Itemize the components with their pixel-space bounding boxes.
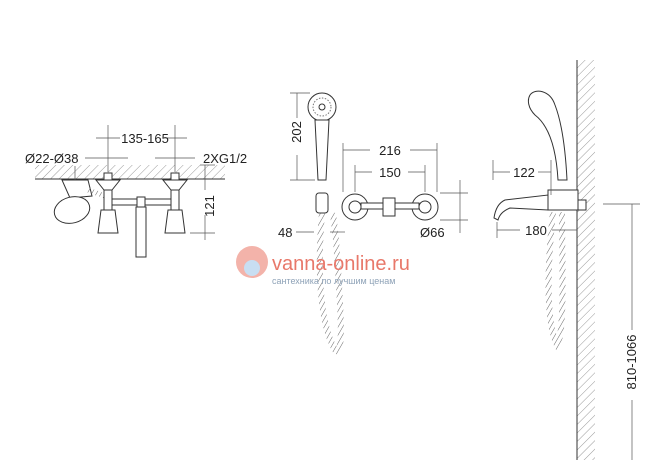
dim-handshower-reach: 122 (513, 165, 535, 180)
watermark-tagline: сантехника по лучшим ценам (272, 276, 395, 286)
outlet (382, 197, 396, 217)
dim-diameter: Ø22-Ø38 (25, 151, 78, 166)
dim-holder-offset: 48 (278, 225, 292, 240)
dim-flange-diameter: Ø66 (420, 225, 445, 240)
handshower-handle (314, 119, 330, 181)
valve-left (94, 172, 122, 234)
wall-mount-front-view: 202 216 150 Ø66 48 (278, 92, 468, 355)
dim-overall-width: 216 (379, 143, 401, 158)
body (547, 189, 579, 211)
valve-right (161, 172, 189, 234)
dim-spout-reach: 180 (525, 223, 547, 238)
dim-handshower-length: 202 (289, 121, 304, 143)
hose-holder (315, 192, 329, 214)
spout (135, 206, 147, 258)
watermark: vanna-online.ru сантехника по лучшим цен… (236, 246, 410, 286)
handshower (527, 90, 568, 181)
deck-hatch (35, 165, 225, 179)
dim-thread: 2XG1/2 (203, 151, 247, 166)
handshower-head (53, 196, 91, 224)
dim-center-distance: 150 (379, 165, 401, 180)
dim-mount-height: 810-1066 (624, 335, 639, 390)
wall-mount-side-view: 122 180 810-1066 (492, 60, 640, 460)
dim-height: 121 (202, 195, 217, 217)
watermark-site: vanna-online.ru (272, 253, 410, 275)
wall-hatch (577, 60, 595, 460)
spout (493, 194, 549, 221)
deck-mount-view: 135-165 Ø22-Ø38 2XG1/2 121 (25, 125, 247, 258)
holder (61, 179, 93, 199)
dim-spacing: 135-165 (121, 131, 169, 146)
